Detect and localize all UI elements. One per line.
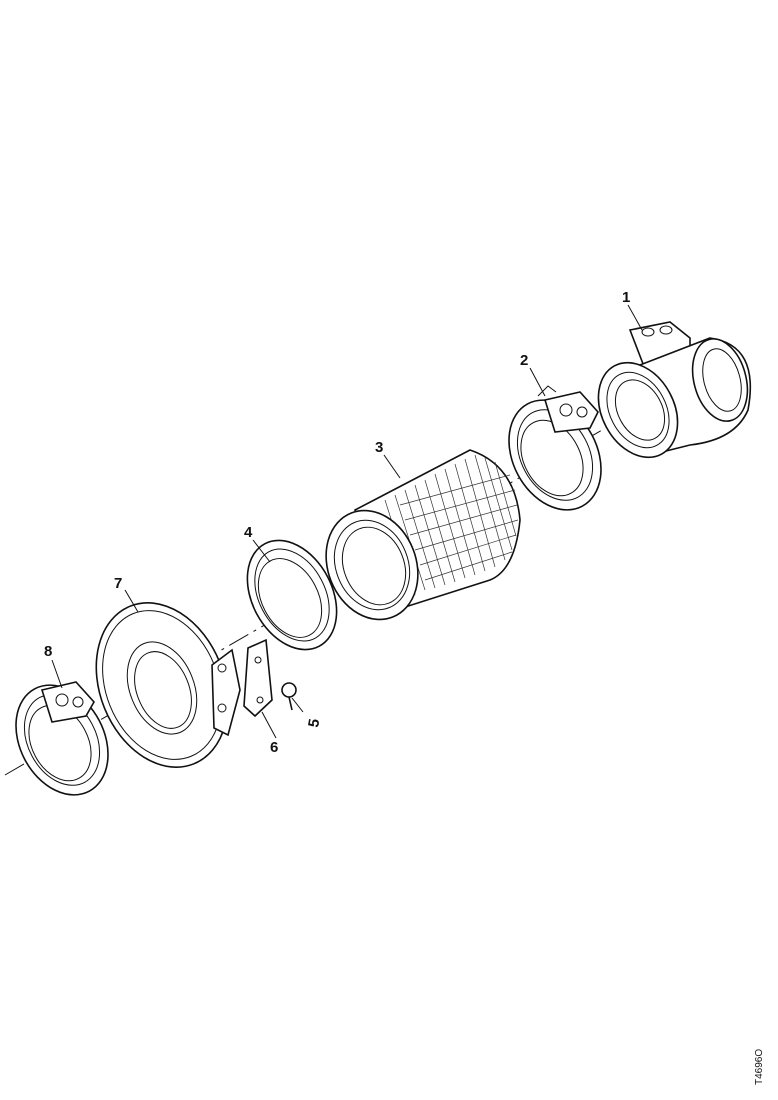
callout-5: 5 — [305, 717, 323, 728]
part-5-screw — [281, 682, 297, 711]
part-4-sealing-ring — [246, 539, 338, 651]
part-1-outlet-flange — [597, 321, 752, 459]
callout-6: 6 — [270, 739, 278, 756]
part-2-vband-clamp — [508, 385, 602, 511]
reference-code: T4696O — [754, 1049, 765, 1085]
callout-2: 2 — [520, 352, 528, 369]
callout-8: 8 — [44, 643, 52, 660]
callout-4: 4 — [244, 524, 253, 541]
leader-lines — [51, 304, 643, 739]
part-7-heat-shield — [95, 602, 241, 768]
part-3-flexible-bellows — [325, 449, 521, 621]
callout-3: 3 — [375, 439, 383, 456]
part-8-vband-clamp — [15, 681, 109, 796]
callout-1: 1 — [622, 289, 630, 306]
part-6-bracket — [243, 638, 273, 718]
callout-7: 7 — [114, 575, 122, 592]
